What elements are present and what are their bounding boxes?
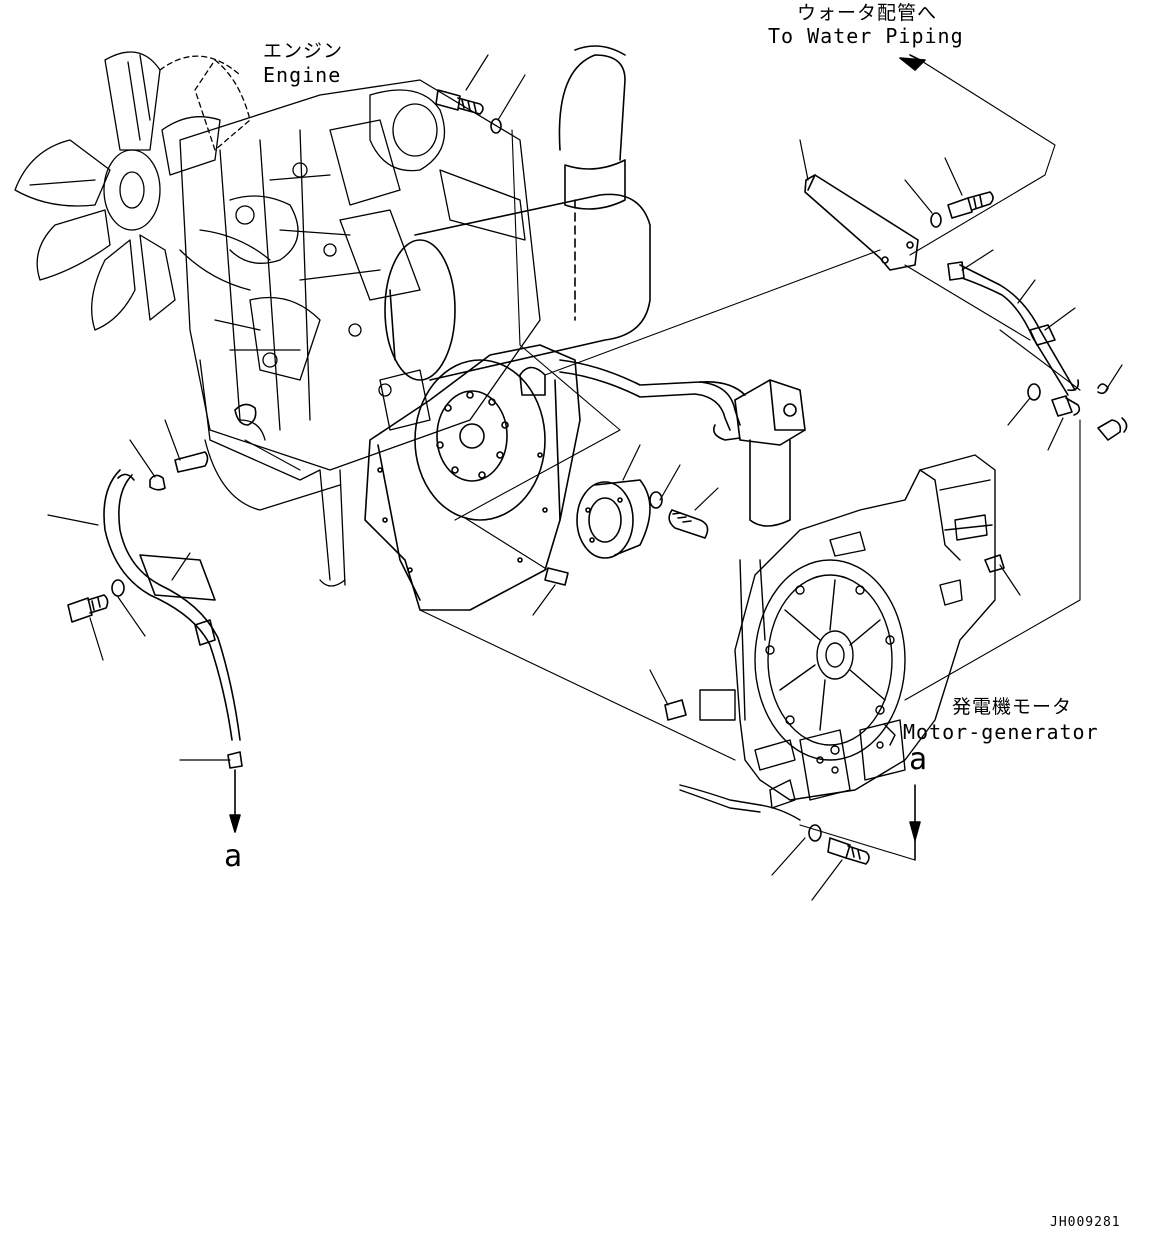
left-pipe [104, 470, 242, 768]
fasteners-center [545, 492, 708, 585]
engine-assembly [180, 80, 540, 586]
hydraulic-pipe [560, 360, 745, 430]
reference-arrows [230, 770, 920, 860]
right-pipe [948, 262, 1127, 440]
engine-label-jp: エンジン [263, 40, 344, 62]
cooling-fan [15, 52, 250, 330]
fasteners-left [68, 404, 256, 622]
coupling [577, 480, 650, 558]
muffler [385, 46, 650, 380]
motor-generator-assembly [680, 455, 995, 820]
water-piping-label-jp: ウォータ配管へ [797, 2, 938, 24]
fasteners-top [436, 90, 501, 133]
filter-assembly [714, 380, 805, 526]
reference-a-left: a [224, 839, 243, 874]
water-piping-arrow [900, 55, 925, 70]
drawing-code: JH009281 [1050, 1215, 1121, 1230]
water-piping-label-en: To Water Piping [768, 24, 964, 48]
motor-generator-label-jp: 発電機モータ [952, 696, 1073, 718]
connection-lines [245, 60, 1080, 860]
flywheel-housing [365, 345, 580, 610]
reference-a-right: a [909, 742, 928, 777]
engine-label-en: Engine [263, 63, 342, 87]
callout-leaders [48, 55, 1122, 900]
fasteners-motor [665, 555, 1004, 864]
bracket [805, 175, 993, 270]
motor-generator-label-en: Motor-generator [903, 720, 1099, 744]
